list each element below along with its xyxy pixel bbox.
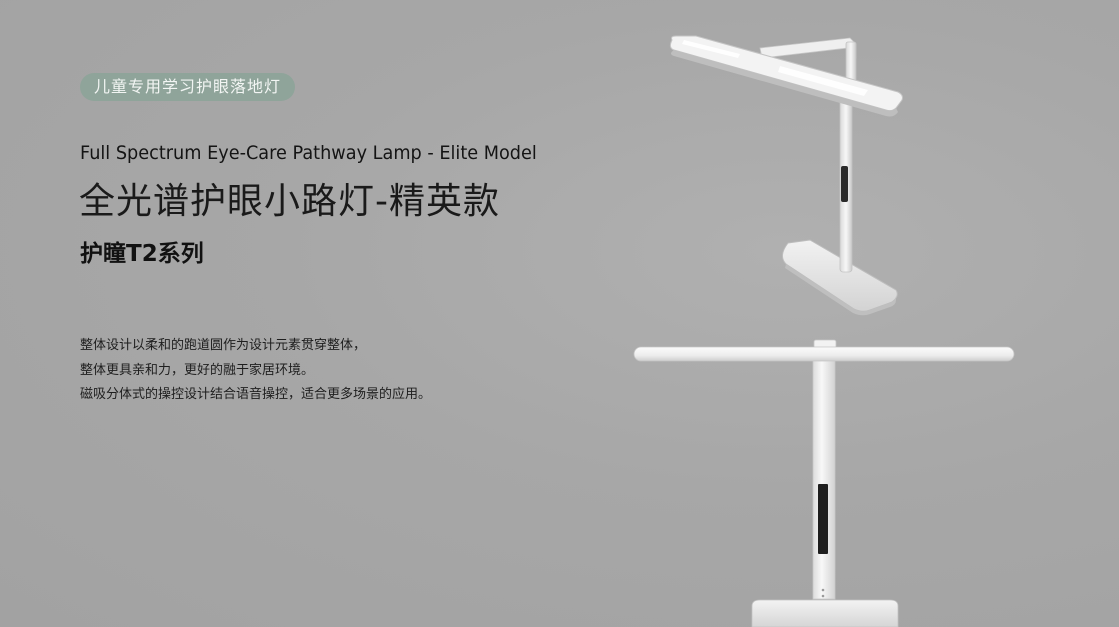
description-line: 磁吸分体式的操控设计结合语音操控，适合更多场景的应用。: [80, 387, 432, 402]
product-title-english: Full Spectrum Eye-Care Pathway Lamp - El…: [80, 142, 537, 164]
product-series: 护瞳T2系列: [80, 241, 204, 267]
lamp-front-view-image: [633, 339, 1015, 627]
category-badge: 儿童专用学习护眼落地灯: [80, 73, 296, 101]
lamp-perspective-image: [669, 35, 903, 316]
description-line: 整体更具亲和力，更好的融于家居环境。: [80, 362, 315, 378]
product-title-chinese: 全光谱护眼小路灯-精英款: [79, 181, 500, 222]
product-description: 整体设计以柔和的跑道圆作为设计元素贯穿整体， 整体更具亲和力，更好的融于家居环境…: [80, 334, 431, 408]
description-line: 整体设计以柔和的跑道圆作为设计元素贯穿整体，: [80, 338, 367, 353]
